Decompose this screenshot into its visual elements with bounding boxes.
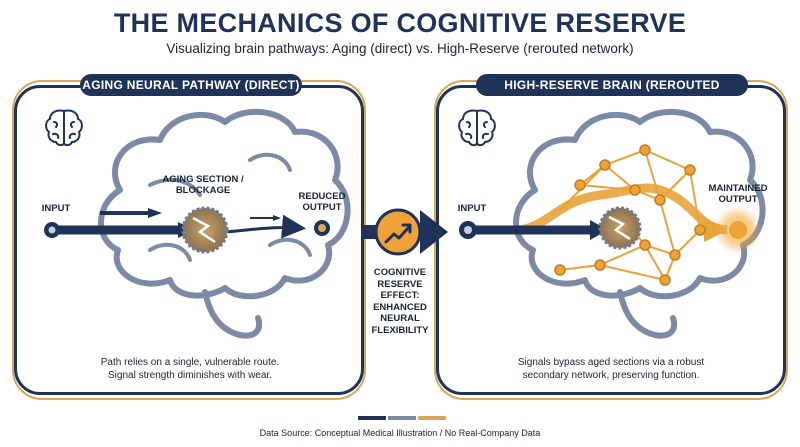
maintained-output-node <box>714 206 762 254</box>
footer-source: Data Source: Conceptual Medical Illustra… <box>259 428 541 438</box>
left-panel <box>14 85 364 395</box>
right-input-label: INPUT <box>457 203 487 214</box>
input-node <box>44 222 60 238</box>
reduced-output-node <box>314 220 330 236</box>
left-signal-path <box>50 208 306 239</box>
right-panel-header: HIGH-RESERVE BRAIN (REROUTED NETWORK) <box>476 74 748 114</box>
brain-icon <box>458 109 496 147</box>
input-node <box>459 221 477 239</box>
left-caption: Path relies on a single, vulnerable rout… <box>100 357 280 381</box>
page-title: THE MECHANICS OF COGNITIVE RESERVE <box>113 8 687 38</box>
right-caption: Signals bypass aged sections via a robus… <box>517 357 705 381</box>
network-nodes <box>554 144 706 286</box>
blockage-node <box>181 206 229 254</box>
brain-icon <box>45 109 83 147</box>
left-panel-header: AGING NEURAL PATHWAY (DIRECT) <box>80 74 302 96</box>
left-brain-outline <box>98 108 351 339</box>
page-subtitle: Visualizing brain pathways: Aging (direc… <box>166 41 634 56</box>
reduced-output-label: REDUCED OUTPUT <box>298 191 346 213</box>
maintained-output-label: MAINTAINED OUTPUT <box>708 183 768 205</box>
center-arrow <box>364 208 448 256</box>
trending-up-icon <box>384 223 412 244</box>
blockage-label: AGING SECTION / BLOCKAGE <box>162 174 244 196</box>
legend-bar-slate <box>388 416 416 420</box>
left-input-label: INPUT <box>41 203 71 214</box>
legend-bar-navy <box>358 416 386 420</box>
cognitive-reserve-label: COGNITIVE RESERVE EFFECT: ENHANCED NEURA… <box>371 267 429 336</box>
legend-bar-gold <box>418 416 446 420</box>
blockage-node <box>598 206 642 250</box>
